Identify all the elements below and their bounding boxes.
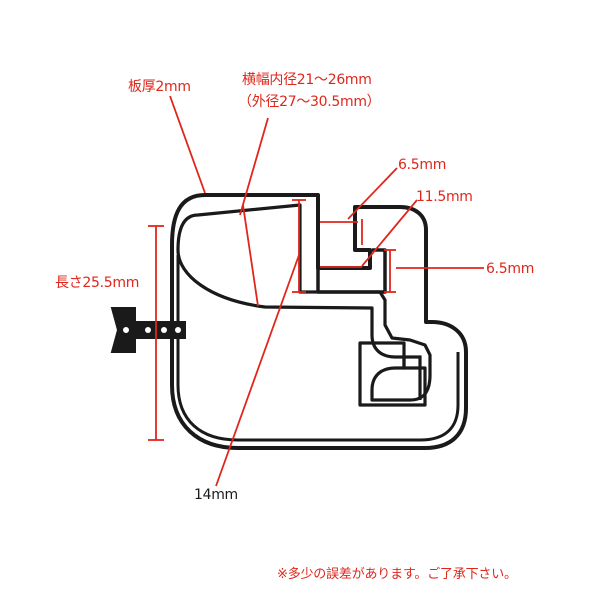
label-outer-width: （外径27～30.5mm） <box>238 94 381 110</box>
label-dim-top: 6.5mm <box>398 157 447 173</box>
leader-inner-width <box>239 117 269 216</box>
clip-inner-outline <box>176 203 432 402</box>
clip-lower-loop <box>176 255 460 442</box>
clip-upper-notch <box>316 248 387 294</box>
clip-lower-notch <box>404 355 422 400</box>
dimension-lines <box>148 95 484 487</box>
label-dim-bottom: 14mm <box>194 487 238 503</box>
dim-inner-width <box>242 204 259 307</box>
leader-plate-thickness <box>169 95 206 194</box>
label-plate-thickness: 板厚2mm <box>128 79 191 95</box>
leader-top-6-5 <box>347 167 398 220</box>
label-dim-right: 6.5mm <box>486 261 535 277</box>
label-dim-mid: 11.5mm <box>416 189 473 205</box>
clip-inner-right-square <box>358 341 427 407</box>
label-length: 長さ25.5mm <box>55 275 140 291</box>
leader-11-5 <box>361 199 418 267</box>
leader-bottom <box>215 254 300 487</box>
mounting-tab <box>110 307 186 353</box>
clip-outline <box>170 193 468 450</box>
label-inner-width: 横幅内径21～26mm <box>242 72 372 88</box>
disclaimer-note: ※多少の誤差があります。ご了承下さい。 <box>277 567 517 582</box>
